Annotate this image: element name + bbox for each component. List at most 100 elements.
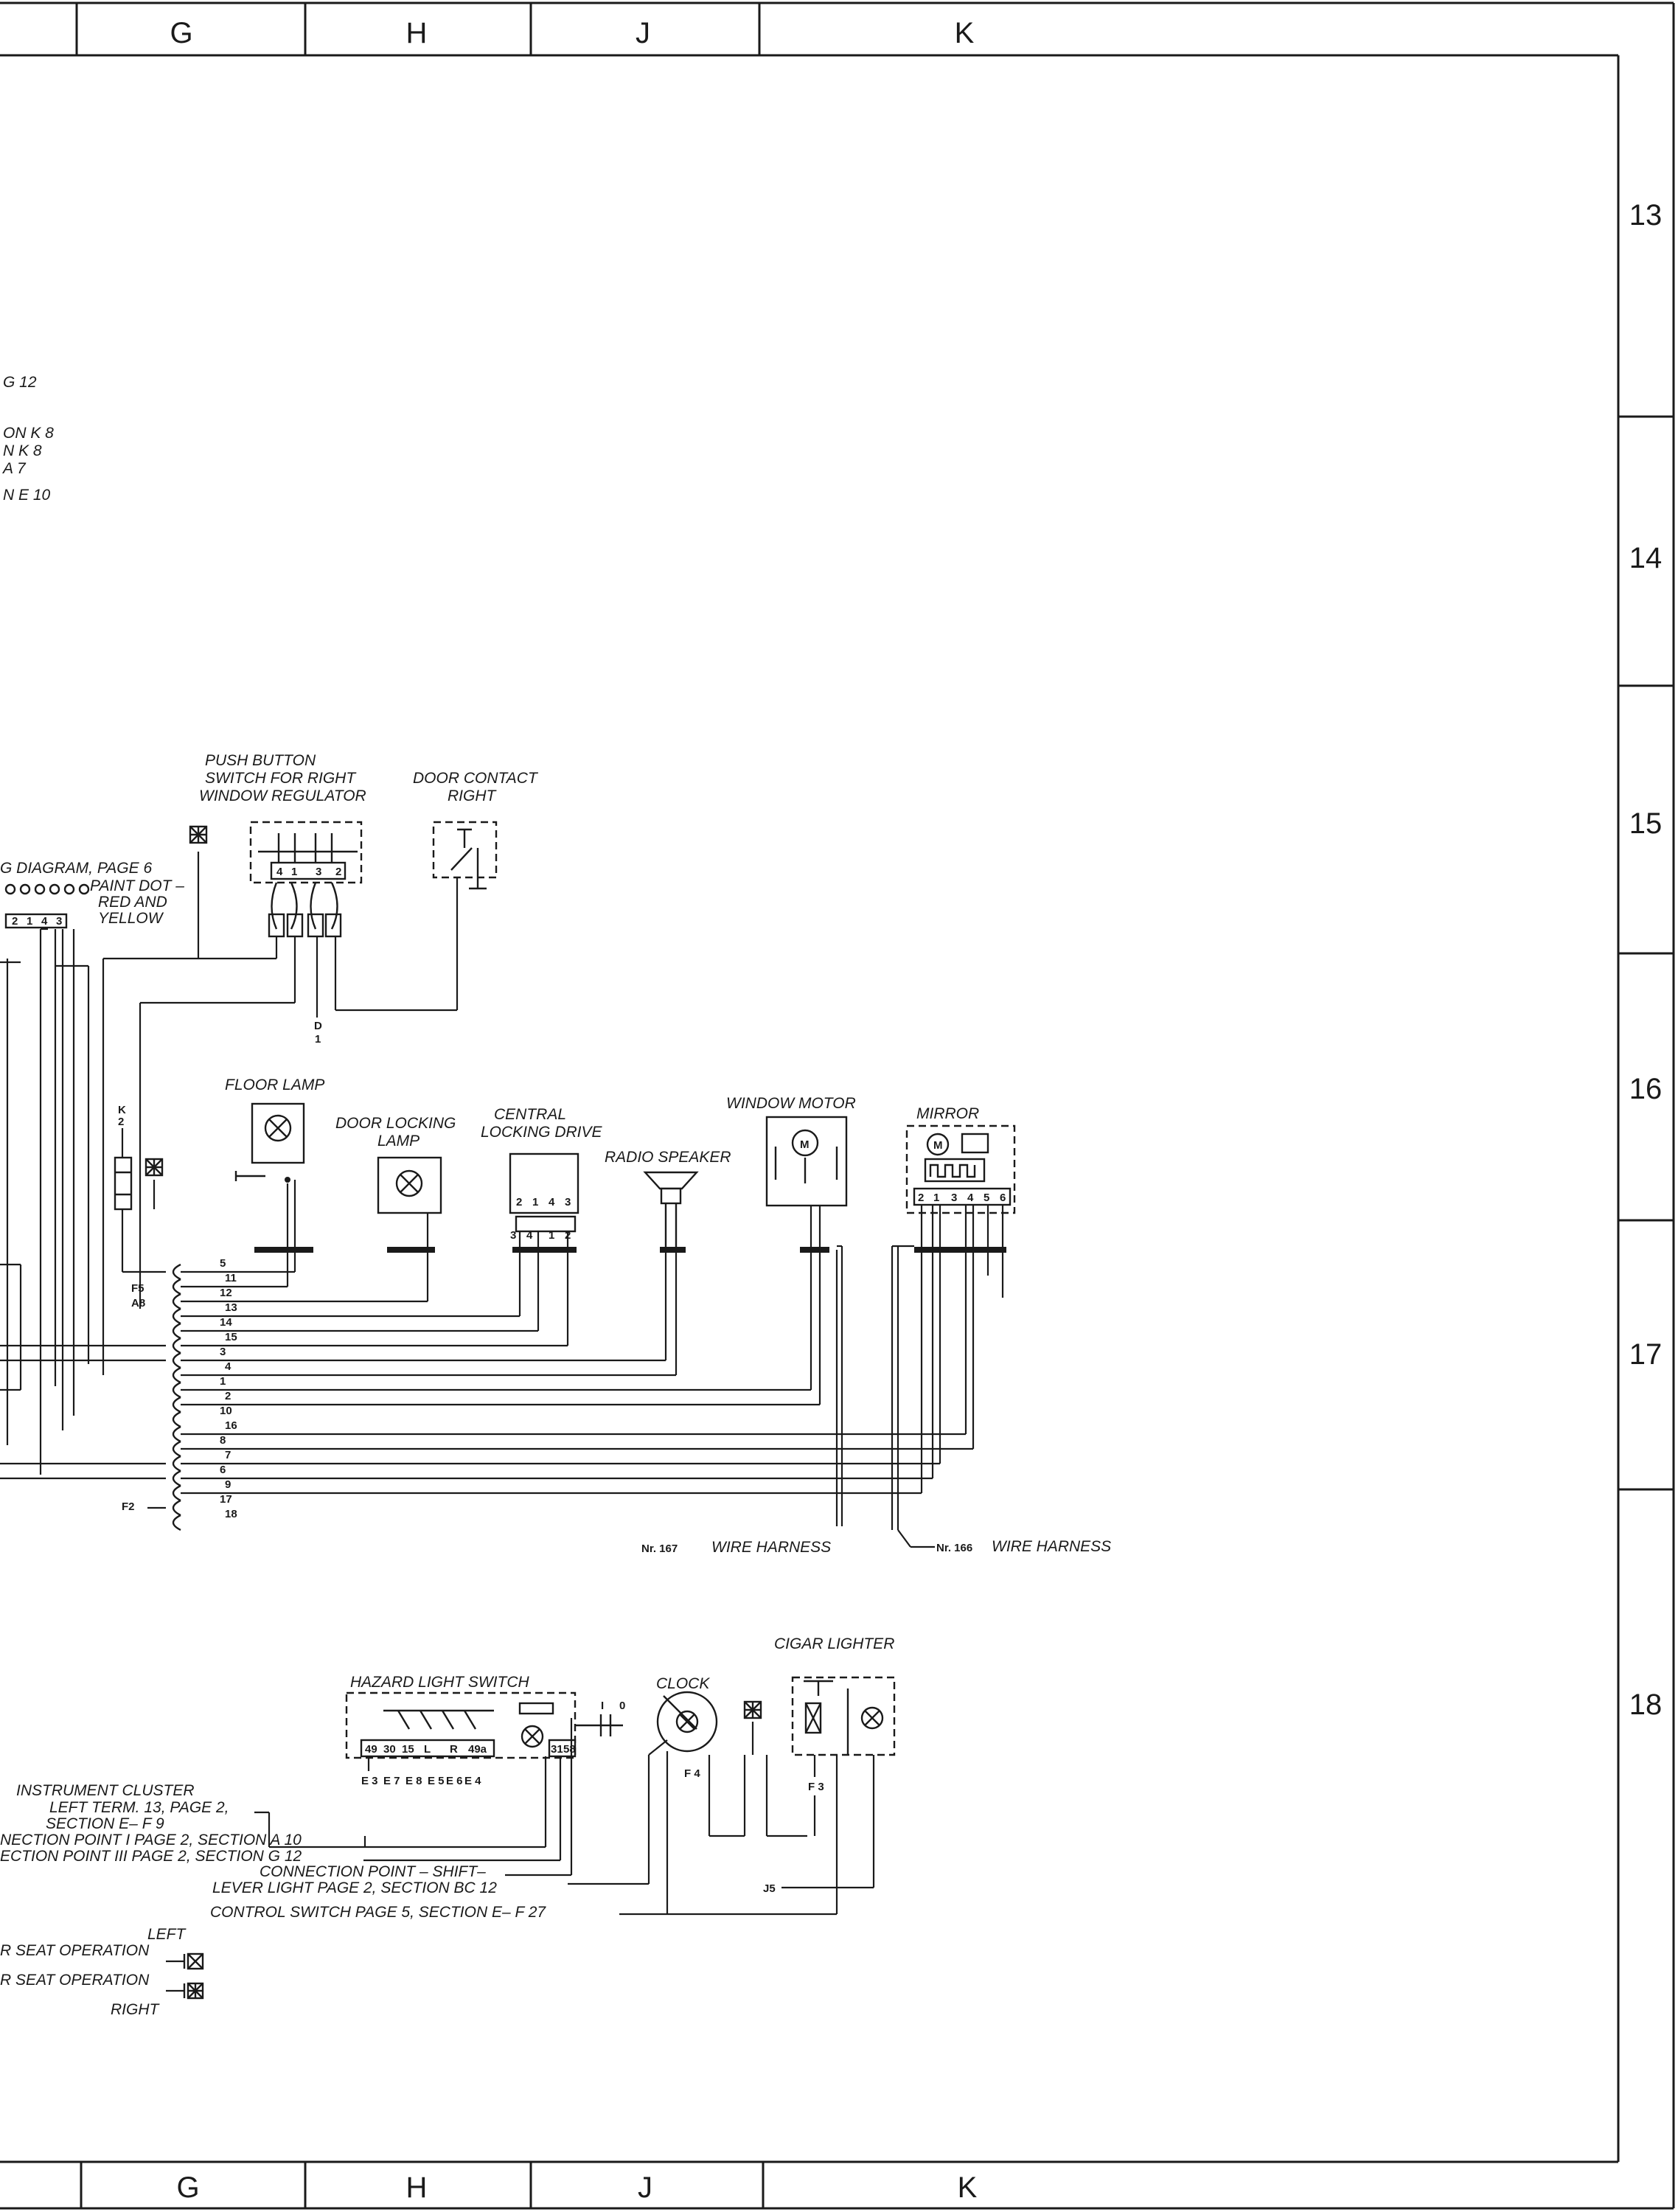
instrument-cluster-ref-2: LEFT TERM. 13, PAGE 2, bbox=[49, 1799, 229, 1816]
floor-lamp-label: FLOOR LAMP bbox=[225, 1077, 324, 1093]
hazard-pin-r: R bbox=[450, 1743, 458, 1756]
window-motor-m-icon: M bbox=[800, 1138, 810, 1151]
cutoff-ref-1: G 12 bbox=[3, 374, 37, 391]
grid-col-j-top: J bbox=[636, 17, 650, 49]
connector-pin-5: 5 bbox=[220, 1257, 226, 1270]
radio-speaker-label: RADIO SPEAKER bbox=[605, 1149, 731, 1166]
connector-pin-3: 3 bbox=[220, 1346, 226, 1358]
clock: CLOCK F 4 bbox=[656, 1675, 718, 1780]
connector-pin-1: 1 bbox=[220, 1375, 226, 1388]
connector-pin-16: 16 bbox=[225, 1419, 237, 1432]
push-button-pin-1: 1 bbox=[291, 866, 297, 878]
paint-dot-label-1: PAINT DOT – bbox=[90, 877, 184, 894]
mirror-pin-3: 3 bbox=[951, 1192, 957, 1204]
hazard-pin-58: 58 bbox=[563, 1743, 576, 1756]
ground-symbol-icon bbox=[187, 1982, 204, 2000]
grid-row-18: 18 bbox=[1629, 1688, 1663, 1721]
hazard-terminal-e5: E 5 bbox=[428, 1775, 445, 1787]
connector-pin-7: 7 bbox=[225, 1449, 231, 1461]
connection-point-3-ref: ECTION POINT III PAGE 2, SECTION G 12 bbox=[0, 1848, 302, 1865]
fuse: K 2 bbox=[114, 1104, 133, 1272]
grid-row-13: 13 bbox=[1629, 199, 1663, 232]
mirror-label: MIRROR bbox=[916, 1105, 979, 1122]
central-locking-label-1: CENTRAL bbox=[494, 1106, 566, 1123]
door-contact-right: DOOR CONTACT RIGHT bbox=[413, 770, 539, 1010]
connector-pin-12: 12 bbox=[220, 1287, 232, 1299]
central-locking-bottom-pin-1: 1 bbox=[549, 1229, 554, 1242]
grid-col-j-bottom: J bbox=[638, 2171, 652, 2204]
cigar-lighter-label: CIGAR LIGHTER bbox=[774, 1635, 894, 1652]
paint-dot-connector: G DIAGRAM, PAGE 6 PAINT DOT – RED AND YE… bbox=[0, 860, 184, 929]
ground-symbol-icon bbox=[189, 825, 208, 959]
mirror-m-icon: M bbox=[933, 1139, 943, 1152]
harness-166: Nr. 166 WIRE HARNESS bbox=[897, 1529, 1111, 1555]
harness-166-nr: Nr. 166 bbox=[936, 1542, 972, 1554]
push-button-label-2: SWITCH FOR RIGHT bbox=[205, 770, 357, 787]
central-locking-label-2: LOCKING DRIVE bbox=[481, 1124, 603, 1141]
hazard-light-switch: HAZARD LIGHT SWITCH I 0 49 30 15 L R 49a… bbox=[345, 1674, 625, 1787]
connector-pin-18: 18 bbox=[225, 1508, 237, 1520]
seat-right-ref-2: RIGHT bbox=[111, 2001, 161, 2018]
mirror-pin-6: 6 bbox=[1000, 1192, 1006, 1204]
grid-row-14: 14 bbox=[1629, 542, 1663, 574]
hazard-terminal-e6: E 6 bbox=[446, 1775, 463, 1787]
connection-point-1-ref: NECTION POINT I PAGE 2, SECTION A 10 bbox=[0, 1832, 302, 1848]
seat-left-ref-1: LEFT bbox=[147, 1926, 187, 1943]
grid-col-k-bottom: K bbox=[958, 2171, 978, 2204]
bottom-wiring bbox=[254, 1718, 875, 1916]
push-button-label-1: PUSH BUTTON bbox=[205, 752, 316, 769]
connector-pin-14: 14 bbox=[220, 1316, 232, 1329]
connector-pin-17: 17 bbox=[220, 1493, 232, 1506]
central-locking-bottom-pin-3: 3 bbox=[510, 1229, 516, 1242]
wiring bbox=[0, 928, 1004, 1530]
paint-dot-label-2: RED AND bbox=[98, 894, 167, 911]
fuse-ref-2: 2 bbox=[118, 1116, 124, 1128]
harness-166-text: WIRE HARNESS bbox=[992, 1538, 1111, 1555]
seat-left-ref-2: R SEAT OPERATION bbox=[0, 1942, 150, 1959]
shift-lever-ref-1: CONNECTION POINT – SHIFT– bbox=[260, 1863, 486, 1880]
clock-terminal-f4: F 4 bbox=[684, 1767, 700, 1780]
harness-167: Nr. 167 WIRE HARNESS bbox=[641, 1539, 831, 1556]
connector-pin-10: 10 bbox=[220, 1405, 232, 1417]
connector-ref-a8: A8 bbox=[131, 1297, 145, 1310]
grid-row-17: 17 bbox=[1629, 1338, 1663, 1371]
fuse-ref-k: K bbox=[118, 1104, 126, 1116]
hazard-pin-30: 30 bbox=[383, 1743, 396, 1756]
paint-dot-pin-2: 2 bbox=[12, 915, 18, 928]
push-button-label-3: WINDOW REGULATOR bbox=[199, 787, 366, 804]
hazard-position-i: I bbox=[601, 1700, 604, 1712]
instrument-cluster-ref-1: INSTRUMENT CLUSTER bbox=[16, 1782, 195, 1799]
door-locking-lamp: DOOR LOCKING LAMP bbox=[335, 1115, 456, 1214]
central-locking-bottom-pin-4: 4 bbox=[526, 1229, 533, 1242]
harness-167-text: WIRE HARNESS bbox=[711, 1539, 831, 1556]
grid-col-g-top: G bbox=[170, 17, 192, 49]
grid-col-h-bottom: H bbox=[406, 2171, 428, 2204]
mirror-pin-5: 5 bbox=[984, 1192, 989, 1204]
window-motor: WINDOW MOTOR M bbox=[726, 1095, 856, 1207]
central-locking-top-pin-3: 3 bbox=[565, 1196, 571, 1208]
seat-right-ref-1: R SEAT OPERATION bbox=[0, 1972, 150, 1989]
hazard-pin-15: 15 bbox=[402, 1743, 414, 1756]
connector-pin-11: 11 bbox=[225, 1272, 237, 1284]
mirror-pin-1: 1 bbox=[933, 1192, 939, 1204]
mirror: MIRROR M 2 1 3 4 5 6 bbox=[905, 1105, 1016, 1214]
hazard-pin-31: 31 bbox=[551, 1743, 563, 1756]
radio-speaker: RADIO SPEAKER bbox=[605, 1149, 731, 1250]
door-contact-label-1: DOOR CONTACT bbox=[413, 770, 539, 787]
connector-pin-6: 6 bbox=[220, 1464, 226, 1476]
instrument-cluster-ref-3: SECTION E– F 9 bbox=[46, 1815, 164, 1832]
hazard-pin-49: 49 bbox=[365, 1743, 377, 1756]
hazard-pin-49a: 49a bbox=[468, 1743, 487, 1756]
paint-dot-label-3: YELLOW bbox=[98, 910, 164, 927]
push-button-switch: PUSH BUTTON SWITCH FOR RIGHT WINDOW REGU… bbox=[199, 752, 366, 1046]
cigar-lighter-terminal-f3: F 3 bbox=[808, 1781, 824, 1793]
door-locking-lamp-label-1: DOOR LOCKING bbox=[335, 1115, 456, 1132]
central-locking-top-pin-1: 1 bbox=[532, 1196, 538, 1208]
push-button-pin-4: 4 bbox=[276, 866, 283, 878]
floor-lamp: FLOOR LAMP bbox=[225, 1077, 324, 1183]
mirror-pin-4: 4 bbox=[967, 1192, 974, 1204]
ground-symbol-icon bbox=[187, 1952, 204, 1970]
hazard-position-0: 0 bbox=[619, 1700, 625, 1712]
